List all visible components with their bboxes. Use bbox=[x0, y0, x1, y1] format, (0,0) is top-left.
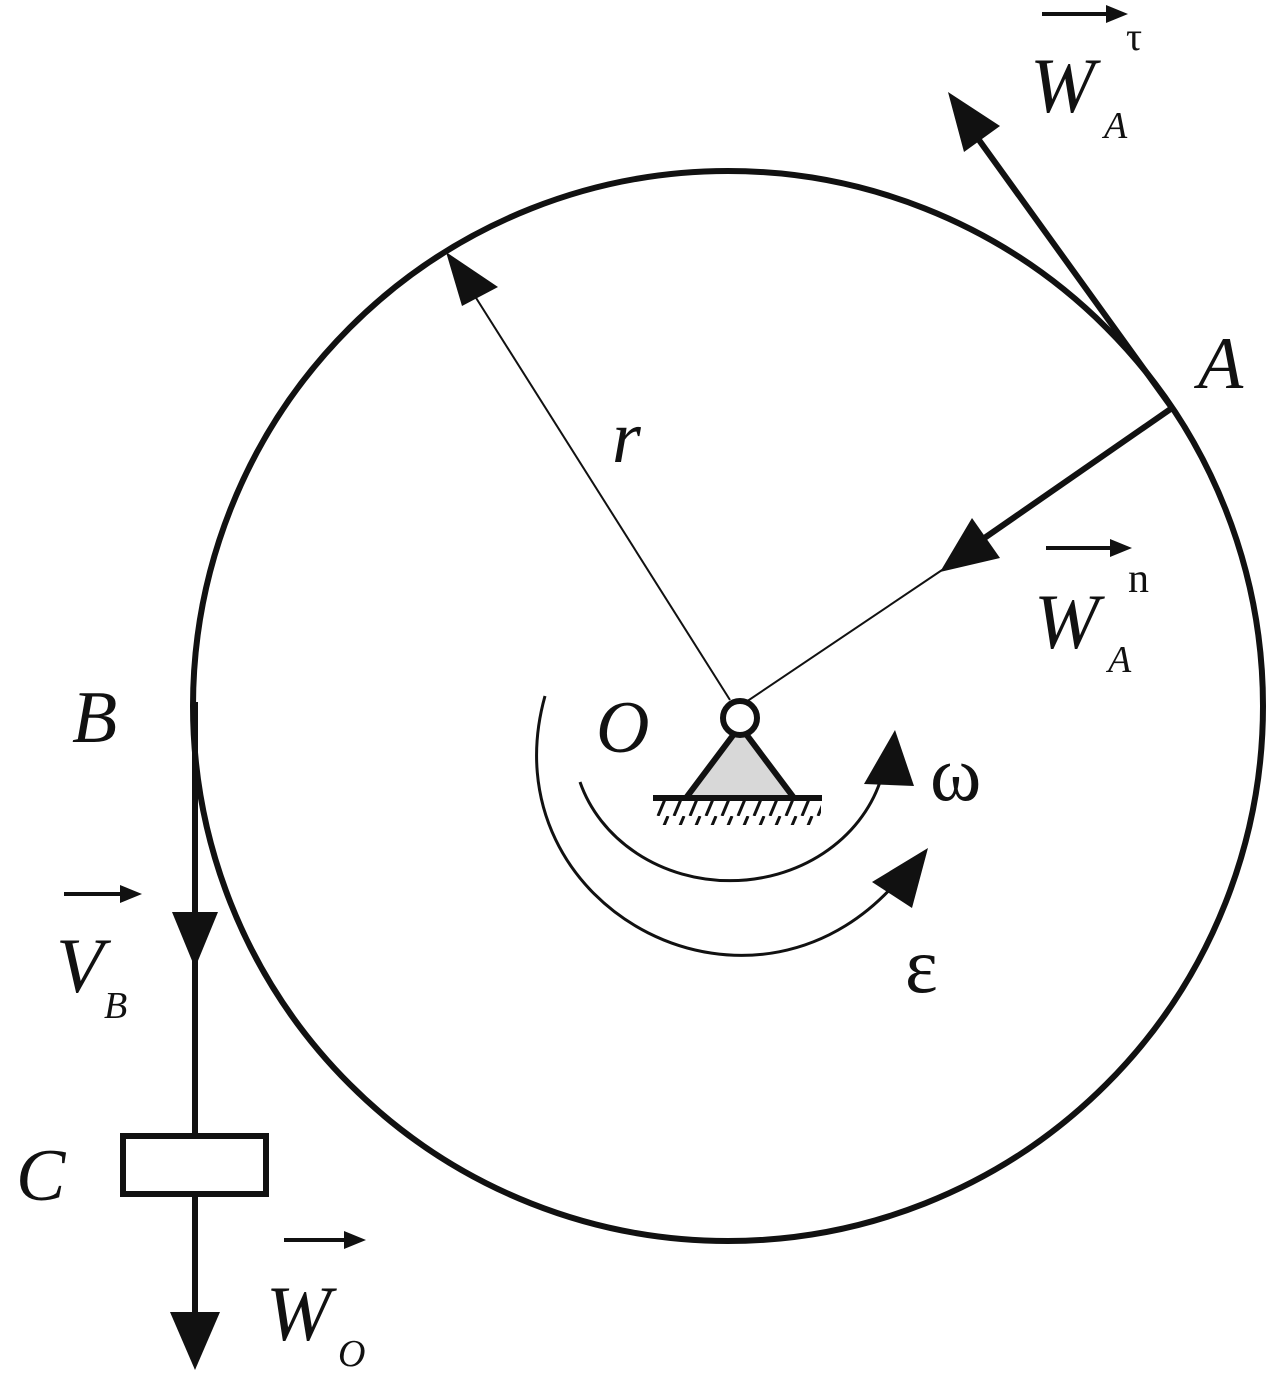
w-a-tau-sup: τ bbox=[1126, 14, 1142, 59]
v-b-main: V bbox=[56, 922, 112, 1009]
label-epsilon: ε bbox=[905, 922, 938, 1009]
w-a-n-arrowhead bbox=[940, 518, 1000, 572]
label-c: C bbox=[16, 1135, 67, 1217]
label-omega: ω bbox=[930, 730, 981, 817]
radius-line bbox=[465, 281, 731, 701]
w-a-n-sup: n bbox=[1128, 556, 1149, 602]
v-b-arrowhead bbox=[172, 912, 218, 968]
block-c bbox=[120, 1133, 269, 1197]
w-o-label: W O bbox=[266, 1231, 366, 1375]
omega-arrowhead bbox=[864, 730, 914, 786]
label-b: B bbox=[72, 677, 117, 759]
pivot-o bbox=[720, 698, 760, 738]
v-b-overarrow-head bbox=[120, 885, 142, 903]
w-a-tau-label: W A τ bbox=[1030, 5, 1142, 147]
w-a-n-label: W A n bbox=[1034, 539, 1149, 681]
w-a-tau-arrowhead bbox=[948, 92, 1000, 152]
w-a-n-vector-line bbox=[968, 405, 1174, 551]
w-o-main: W bbox=[266, 1270, 337, 1357]
w-a-tau-overarrow-head bbox=[1106, 5, 1128, 23]
v-b-sub: B bbox=[104, 985, 127, 1027]
label-r: r bbox=[612, 397, 642, 479]
w-a-tau-sub: A bbox=[1101, 105, 1128, 147]
w-a-tau-main: W bbox=[1030, 42, 1101, 129]
omega-arc bbox=[578, 781, 882, 883]
w-o-overarrow-head bbox=[344, 1231, 366, 1249]
w-o-arrowhead bbox=[170, 1312, 220, 1370]
w-a-n-main: W bbox=[1034, 578, 1105, 665]
w-a-n-overarrow-head bbox=[1110, 539, 1132, 557]
oa-line bbox=[739, 565, 949, 707]
epsilon-arrowhead bbox=[872, 848, 928, 908]
w-a-n-sub: A bbox=[1105, 639, 1132, 681]
radius-arrowhead bbox=[446, 252, 498, 306]
w-o-sub: O bbox=[338, 1333, 365, 1375]
label-a: A bbox=[1193, 323, 1244, 405]
epsilon-arc bbox=[535, 695, 907, 957]
ground-hatch bbox=[655, 801, 821, 825]
label-o: O bbox=[596, 687, 649, 769]
v-b-label: V B bbox=[56, 885, 142, 1027]
w-a-tau-vector-line bbox=[963, 120, 1175, 410]
